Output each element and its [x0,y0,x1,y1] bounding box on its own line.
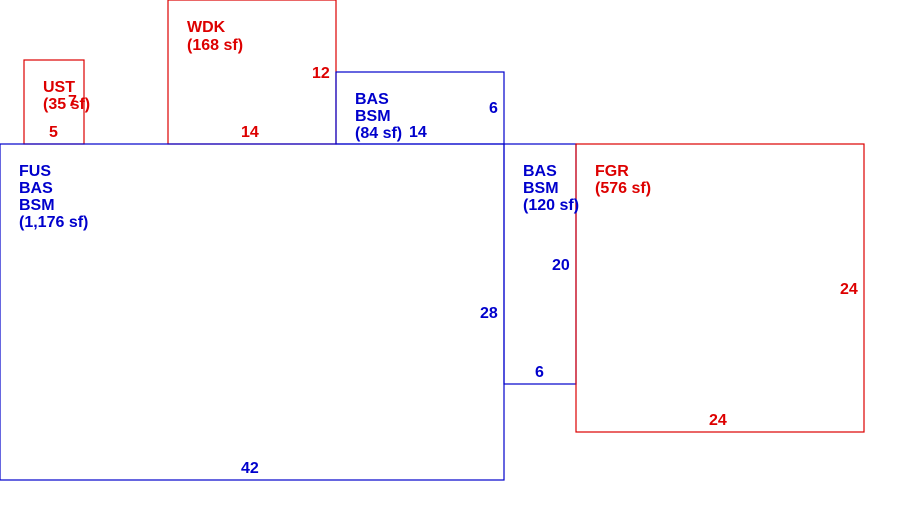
fgr-label-area: (576 sf) [595,180,651,197]
bas-right-dimension-side: 20 [552,257,570,274]
wdk-label-code: WDK [187,19,226,36]
bas-right-dimension-bottom: 6 [535,364,544,381]
bas-right-label-code-2: BSM [523,180,559,197]
ust-label-area: (35 sf) [43,96,90,113]
wdk-label-area: (168 sf) [187,37,243,54]
fgr-dimension-side: 24 [840,281,858,298]
bas-top-dimension-side: 6 [489,100,498,117]
fus-label-code-3: BSM [19,197,55,214]
fus-dimension-bottom: 42 [241,460,259,477]
ust-label-code: UST [43,79,75,96]
bas-right-label-area: (120 sf) [523,197,579,214]
bas-top-label-area: (84 sf) [355,125,402,142]
fgr-dimension-bottom: 24 [709,412,727,429]
bas-top-dimension-bottom: 14 [409,124,427,141]
fus-label-area: (1,176 sf) [19,214,88,231]
fus-label-code-2: BAS [19,180,53,197]
fus-area-outline [0,143,505,481]
ust-dimension-side: 7 [68,93,77,110]
bas-top-label-code-1: BAS [355,91,389,108]
bas-right-label-code-1: BAS [523,163,557,180]
fus-dimension-side: 28 [480,305,498,322]
fgr-area-outline [575,143,865,433]
fus-label-code-1: FUS [19,163,51,180]
bas-top-label-code-2: BSM [355,108,391,125]
wdk-dimension-bottom: 14 [241,124,259,141]
fgr-label-code: FGR [595,163,629,180]
wdk-dimension-side: 12 [312,65,330,82]
ust-dimension-bottom: 5 [49,124,58,141]
